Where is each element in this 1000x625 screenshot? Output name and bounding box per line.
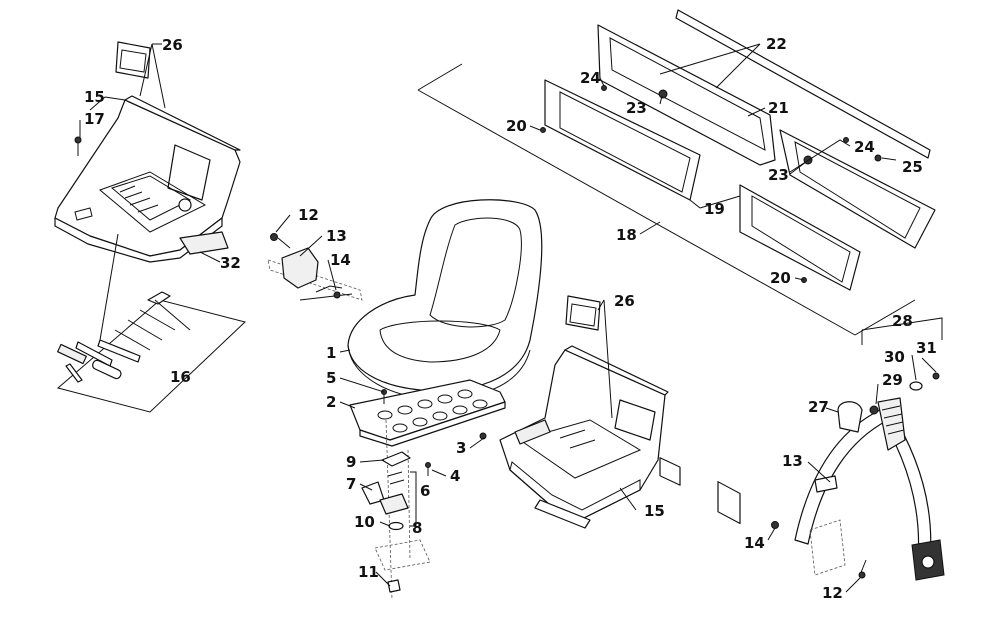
callout-5: 5 <box>326 369 336 387</box>
callout-15-mid: 15 <box>644 502 665 520</box>
callout-9: 9 <box>346 453 356 471</box>
seat-cushion-1 <box>347 199 543 400</box>
callout-20-top: 20 <box>506 117 527 135</box>
callout-23-right: 23 <box>768 166 789 184</box>
callout-8: 8 <box>412 519 422 537</box>
callout-21: 21 <box>768 99 789 117</box>
callout-26-top: 26 <box>162 36 183 54</box>
callout-17: 17 <box>84 110 105 128</box>
callout-27: 27 <box>808 398 829 416</box>
screw-17 <box>74 136 82 156</box>
key-tag-26-top <box>115 41 151 79</box>
callout-18: 18 <box>616 226 637 244</box>
callout-32: 32 <box>220 254 241 272</box>
callout-10: 10 <box>354 513 375 531</box>
seat-belt-group-28 <box>861 317 943 345</box>
seat-belt-assembly <box>771 372 945 581</box>
callout-2: 2 <box>326 393 336 411</box>
callout-28: 28 <box>892 312 913 330</box>
seat-lever-assembly <box>267 233 363 301</box>
callout-labels: 26 15 17 32 16 12 13 14 1 5 2 3 4 9 7 6 … <box>84 35 937 602</box>
leader-lines <box>79 43 937 593</box>
callout-12-mid: 12 <box>298 206 319 224</box>
callout-4: 4 <box>450 467 460 485</box>
callout-6: 6 <box>420 482 430 500</box>
key-tag-26-mid <box>565 295 601 331</box>
tool-kit-16 <box>56 291 246 413</box>
callout-24-right: 24 <box>854 138 875 156</box>
callout-12-right: 12 <box>822 584 843 602</box>
callout-22: 22 <box>766 35 787 53</box>
callout-20-bottom: 20 <box>770 269 791 287</box>
callout-19: 19 <box>704 200 725 218</box>
callout-11: 11 <box>358 563 379 581</box>
seat-base-2 <box>349 379 506 447</box>
callout-15-left: 15 <box>84 88 105 106</box>
callout-30: 30 <box>884 348 905 366</box>
callout-13-mid: 13 <box>326 227 347 245</box>
callout-7: 7 <box>346 475 356 493</box>
callout-14-right: 14 <box>744 534 765 552</box>
upper-panel-21 <box>597 24 936 525</box>
callout-1: 1 <box>326 344 336 362</box>
callout-13-right: 13 <box>782 452 803 470</box>
callout-26-mid: 26 <box>614 292 635 310</box>
callout-23-left: 23 <box>626 99 647 117</box>
callout-25: 25 <box>902 158 923 176</box>
callout-29: 29 <box>882 371 903 389</box>
callout-14-mid: 14 <box>330 251 351 269</box>
fasteners-3-4-5 <box>381 389 487 476</box>
callout-16: 16 <box>170 368 191 386</box>
lower-panel-19 <box>544 79 861 486</box>
storage-box-middle <box>499 345 669 529</box>
callout-24-left: 24 <box>580 69 601 87</box>
trim-strip-22 <box>675 9 931 159</box>
callout-3: 3 <box>456 439 466 457</box>
callout-31: 31 <box>916 339 937 357</box>
storage-box-left <box>54 95 241 263</box>
